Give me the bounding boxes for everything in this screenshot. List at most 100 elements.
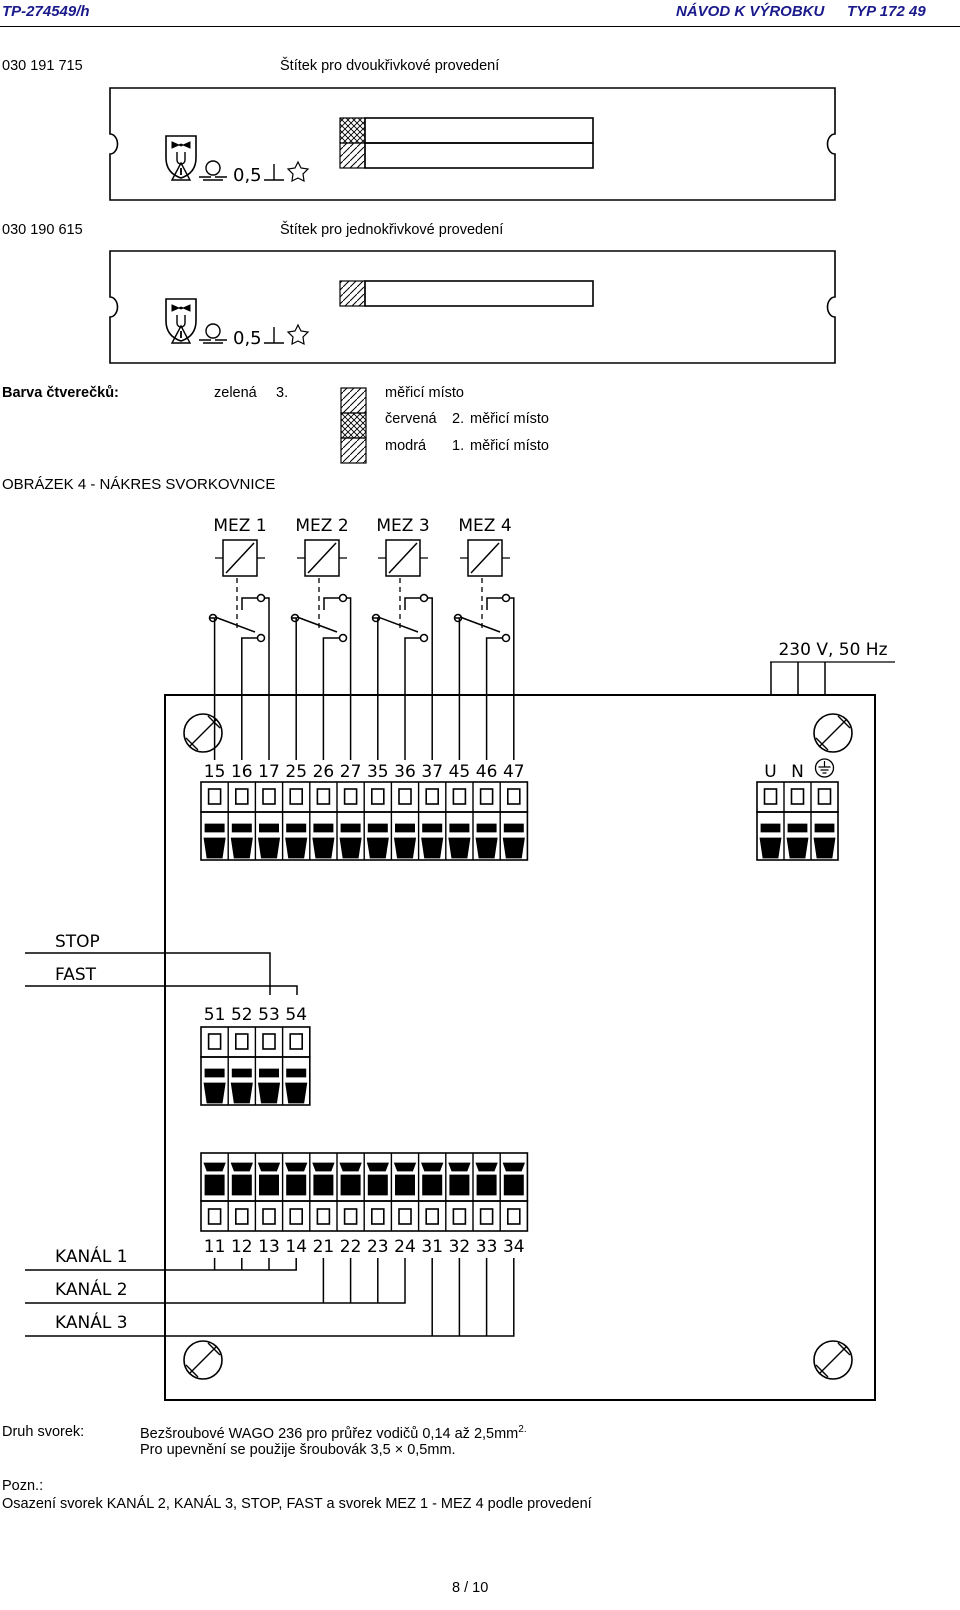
terminal-number-13: 13 — [258, 1237, 280, 1257]
label-single-meter-base — [199, 339, 227, 344]
relay-wire-common — [373, 617, 379, 700]
contact-point — [419, 593, 429, 603]
bottom-terminal-clamp — [230, 1162, 253, 1196]
channel-3-wires — [25, 1258, 515, 1337]
power-terminal-strip-bottom — [756, 811, 839, 861]
terminal-number-35: 35 — [367, 762, 389, 782]
contact-point — [208, 613, 218, 623]
contact-point — [256, 593, 266, 603]
label-single-swatch-1 — [339, 280, 366, 307]
legend-heading: Barva čtverečků: — [2, 385, 119, 401]
mid-terminal-clamp — [203, 1068, 226, 1104]
terminal-number-26: 26 — [313, 762, 335, 782]
relay-contact — [459, 597, 502, 633]
legend-color-3: modrá — [385, 438, 427, 454]
bottom-terminal-clamp — [421, 1162, 444, 1196]
top-terminal-release-slot — [289, 788, 304, 805]
enclosure-outline — [164, 694, 876, 1401]
mid-terminal-release-slot — [262, 1033, 276, 1050]
stop-label: STOP — [55, 932, 100, 952]
top-terminal-clamp — [257, 823, 281, 859]
label-dual-field-1 — [364, 117, 594, 144]
terminal-number-51: 51 — [204, 1005, 226, 1025]
top-terminal-clamp — [502, 823, 525, 859]
top-terminal-release-slot — [425, 788, 440, 805]
top-terminal-clamp — [285, 823, 308, 859]
page-number: 8 / 10 — [452, 1580, 489, 1596]
top-terminal-release-slot — [506, 788, 521, 805]
terminal-number-21: 21 — [313, 1237, 335, 1257]
terminal-number-17: 17 — [258, 762, 280, 782]
label-dual-marking-text: 0,5 — [233, 165, 262, 186]
label-dual-swatch-2 — [339, 142, 366, 169]
bottom-terminal-release-slot — [452, 1208, 467, 1225]
bottom-terminal-clamp — [285, 1162, 308, 1196]
terminal-number-37: 37 — [421, 762, 443, 782]
legend-color-1: zelená — [214, 385, 257, 401]
relay-contact — [296, 597, 339, 633]
top-terminal-release-slot — [235, 788, 249, 805]
terminal-number-27: 27 — [340, 762, 362, 782]
figure-title: OBRÁZEK 4 - NÁKRES SVORKOVNICE — [2, 476, 276, 493]
power-terminal-strip-top — [756, 781, 839, 813]
legend-swatch-3 — [340, 437, 367, 464]
legend-num-3: 1. — [452, 438, 465, 454]
top-terminal-clamp — [312, 823, 335, 859]
screwdriver-text: Pro upevnění se použije šroubovák 3,5 × … — [140, 1442, 456, 1458]
top-terminal-clamp — [448, 823, 471, 859]
mounting-screw-icon — [813, 713, 853, 753]
mounting-screw-icon — [813, 1340, 853, 1380]
contact-point — [501, 633, 511, 643]
label-single-shield-icon — [165, 298, 197, 342]
channel-label-3: KANÁL 3 — [55, 1311, 128, 1333]
terminal-number-54: 54 — [285, 1005, 307, 1025]
relay-wire-common — [455, 617, 461, 700]
bottom-terminal-clamp — [312, 1162, 335, 1196]
label-dual-star-icon — [286, 160, 310, 183]
mez-label-1: MEZ 1 — [213, 516, 266, 536]
doc-title: NÁVOD K VÝROBKU — [676, 3, 825, 20]
relay-coil-slash — [307, 542, 337, 574]
contact-point — [501, 593, 511, 603]
bottom-terminal-clamp — [448, 1162, 471, 1196]
bottom-terminal-release-slot — [235, 1208, 249, 1225]
doc-type: TYP 172 49 — [847, 3, 926, 20]
terminal-number-12: 12 — [231, 1237, 253, 1257]
mounting-screw-icon — [183, 713, 223, 753]
channel-label-2: KANÁL 2 — [55, 1278, 128, 1300]
power-terminal-N: N — [791, 762, 804, 782]
bottom-terminal-clamp — [393, 1162, 417, 1196]
mid-terminal-release-slot — [235, 1033, 249, 1050]
relay-wire-no — [427, 597, 433, 700]
label-dual-perpendicular-icon — [264, 164, 284, 181]
bottom-terminal-release-slot — [262, 1208, 276, 1225]
top-terminal-release-slot — [316, 788, 331, 805]
terminal-number-33: 33 — [476, 1237, 498, 1257]
channel-1-wires — [25, 1258, 297, 1271]
relay-wire-no — [346, 597, 352, 700]
top-terminal-clamp — [203, 823, 226, 859]
top-terminal-release-slot — [262, 788, 276, 805]
terminal-type-text: Bezšroubové WAGO 236 pro průřez vodičů 0… — [140, 1424, 527, 1442]
relay-coil-slash — [470, 542, 500, 574]
bottom-terminal-clamp — [366, 1162, 389, 1196]
bottom-terminal-release-slot — [343, 1208, 358, 1225]
fast-label: FAST — [55, 965, 97, 985]
relay-wire-no — [264, 597, 270, 700]
relay-contact — [377, 597, 420, 633]
contact-point — [419, 633, 429, 643]
mid-terminal-clamp — [285, 1068, 308, 1104]
label-single-perpendicular-icon — [264, 327, 284, 344]
label-single-bowtie-icon — [171, 304, 191, 312]
legend-text-3: měřicí místo — [470, 438, 549, 454]
label-dual-warning-icon — [170, 161, 192, 181]
power-terminal-release-slot — [763, 788, 778, 805]
legend-num-1: 3. — [276, 385, 289, 401]
mez-label-2: MEZ 2 — [295, 516, 348, 536]
remark-label: Pozn.: — [2, 1478, 44, 1494]
channel-2-wires — [25, 1258, 406, 1304]
label-single-field-1 — [364, 280, 594, 307]
label-single-caption: Štítek pro jednokřivkové provedení — [280, 222, 504, 238]
relay-wire-common — [210, 617, 216, 700]
